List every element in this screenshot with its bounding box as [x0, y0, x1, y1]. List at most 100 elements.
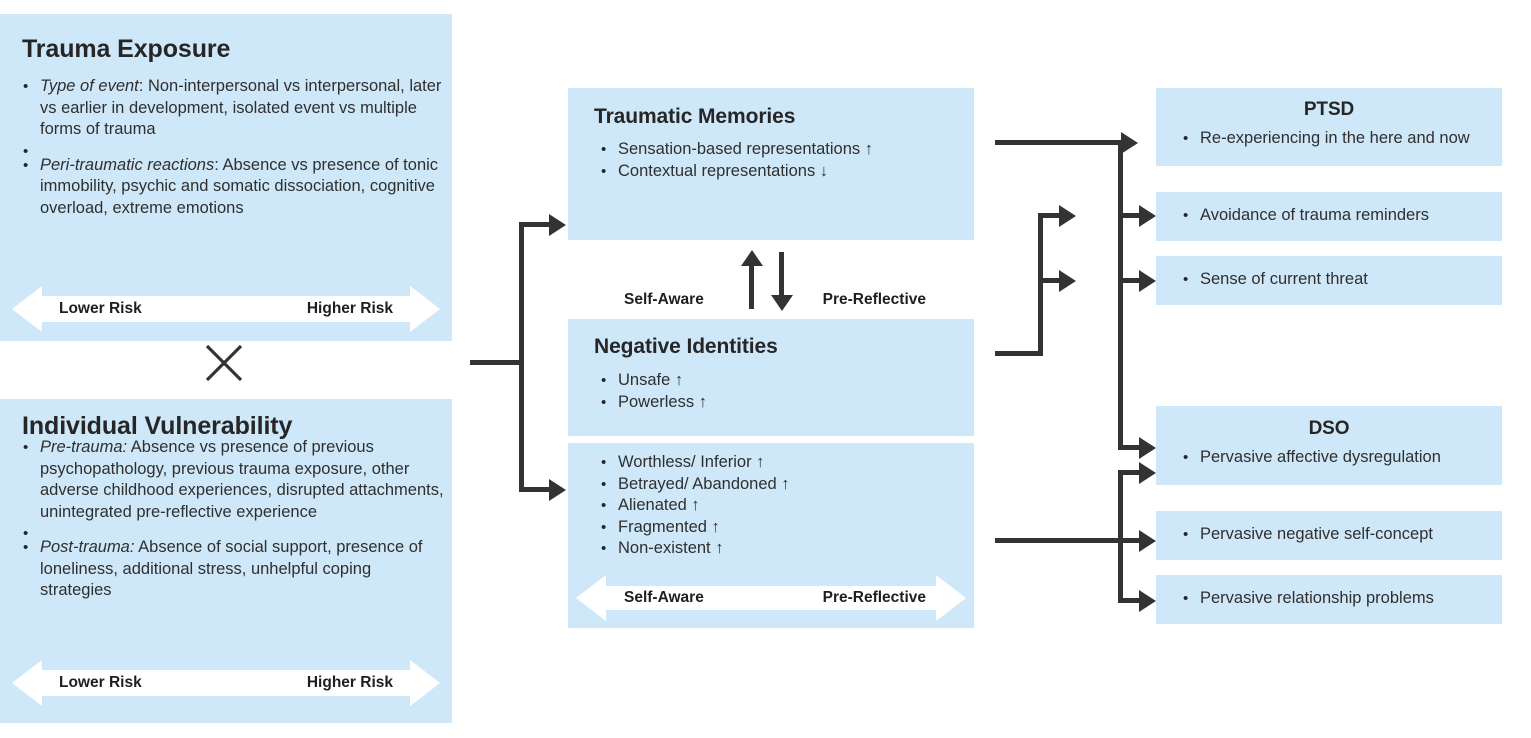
scale-arrow-right-icon — [410, 286, 440, 332]
ptsd-item-list-3: Sense of current threat — [1178, 269, 1496, 291]
list-spacer — [18, 523, 444, 545]
dso-item-list-2: Pervasive negative self-concept — [1178, 524, 1496, 546]
connector-arrow-secondary-bottom — [1059, 269, 1076, 292]
negative-identities-bullets-top: Unsafe ↑ Powerless ↑ — [596, 370, 966, 413]
list-item: Sensation-based representations ↑ — [596, 139, 966, 161]
scale-label-left: Lower Risk — [59, 674, 142, 691]
ptsd-box: PTSD Re-experiencing in the here and now — [1156, 88, 1502, 166]
negative-identities-awareness-scale: Self-Aware Pre-Reflective — [576, 575, 966, 621]
trauma-exposure-title: Trauma Exposure — [22, 35, 231, 63]
connector-arrow-to-ptsd-reexperiencing — [1121, 131, 1138, 154]
connector-secondary-trunk — [1038, 213, 1043, 356]
bullet-sep: : — [138, 77, 148, 95]
dso-box: DSO Pervasive affective dysregulation — [1156, 406, 1502, 485]
connector-arrow-to-dso-negative-self — [1139, 529, 1156, 552]
connector-left-branch-top — [519, 222, 552, 227]
list-item: Powerless ↑ — [596, 392, 966, 414]
traumatic-memories-box: Traumatic Memories Sensation-based repre… — [568, 88, 974, 323]
list-item: Pervasive relationship problems — [1178, 588, 1496, 610]
dso-selfconcept-box: Pervasive negative self-concept — [1156, 511, 1502, 560]
individual-vulnerability-risk-scale: Lower Risk Higher Risk — [12, 660, 440, 706]
memories-identities-down-arrow-icon — [770, 295, 793, 311]
connector-branch-ptsd-avoidance — [1118, 213, 1142, 218]
individual-vulnerability-bullets: Pre-trauma: Absence vs presence of previ… — [18, 437, 444, 602]
scale-label-right: Pre-Reflective — [822, 589, 926, 606]
connector-secondary-branch-bottom — [1038, 278, 1062, 283]
list-item: Sense of current threat — [1178, 269, 1496, 291]
list-item: Fragmented ↑ — [596, 517, 966, 539]
traumatic-memories-bullets: Sensation-based representations ↑ Contex… — [596, 139, 966, 182]
negative-identities-box: Negative Identities Unsafe ↑ Powerless ↑ — [568, 319, 974, 436]
trauma-exposure-box: Trauma Exposure Type of event: Non-inter… — [0, 14, 452, 341]
list-item: Betrayed/ Abandoned ↑ — [596, 474, 966, 496]
ptsd-avoidance-box: Avoidance of trauma reminders — [1156, 192, 1502, 241]
list-item: Pre-trauma: Absence vs presence of previ… — [18, 437, 444, 523]
dso-item-list-3: Pervasive relationship problems — [1178, 588, 1496, 610]
connector-left-branch-bottom — [519, 487, 552, 492]
connector-arrow-to-dso-selfconcept — [1139, 461, 1156, 484]
scale-label-right: Higher Risk — [306, 674, 393, 691]
list-item: Peri-traumatic reactions: Absence vs pre… — [18, 155, 444, 220]
connector-branch-dso-selfconcept — [1118, 470, 1142, 475]
connector-secondary-branch-top — [1038, 213, 1062, 218]
connector-trunk-to-dso-foot — [1118, 445, 1142, 450]
ptsd-threat-box: Sense of current threat — [1156, 256, 1502, 305]
scale-arrow-right-icon — [936, 575, 966, 621]
traumatic-memories-awareness-scale: Self-Aware Pre-Reflective — [576, 277, 966, 323]
trauma-exposure-bullets: Type of event: Non-interpersonal vs inte… — [18, 76, 444, 219]
list-item: Pervasive affective dysregulation — [1178, 447, 1496, 469]
bullet-lead: Type of event — [40, 77, 139, 95]
multiplication-sign-icon — [202, 341, 246, 385]
negative-identities-detail-box: Worthless/ Inferior ↑ Betrayed/ Abandone… — [568, 443, 974, 628]
scale-label-left: Lower Risk — [59, 300, 142, 317]
list-item: Type of event: Non-interpersonal vs inte… — [18, 76, 444, 141]
connector-arrow-to-traumatic-memories — [549, 213, 566, 236]
list-item: Post-trauma: Absence of social support, … — [18, 537, 444, 602]
list-item: Worthless/ Inferior ↑ — [596, 452, 966, 474]
scale-arrow-left-icon — [576, 277, 606, 323]
connector-dso-incoming — [995, 538, 1142, 543]
scale-arrow-left-icon — [576, 575, 606, 621]
bullet-lead: Peri-traumatic reactions — [40, 155, 215, 174]
individual-vulnerability-title: Individual Vulnerability — [22, 412, 293, 440]
scale-label-left: Self-Aware — [624, 589, 704, 606]
bullet-text: Absence vs presence of previous psychopa… — [40, 438, 444, 521]
bullet-text: Absence of social support, presence of l… — [40, 538, 423, 599]
list-item: Unsafe ↑ — [596, 370, 966, 392]
connector-arrow-to-ptsd-threat — [1139, 269, 1156, 292]
trauma-exposure-risk-scale: Lower Risk Higher Risk — [12, 286, 440, 332]
connector-arrow-to-negative-identities — [549, 478, 566, 501]
scale-shaft — [602, 586, 940, 610]
connector-right-main-trunk — [1118, 140, 1123, 450]
negative-identities-title: Negative Identities — [594, 335, 778, 358]
connector-branch-dso-relationship — [1118, 598, 1142, 603]
connector-identities-out — [995, 351, 1043, 356]
scale-arrow-left-icon — [12, 286, 42, 332]
connector-arrow-to-dso-affective — [1139, 436, 1156, 459]
dso-title: DSO — [1308, 418, 1350, 439]
list-item: Non-existent ↑ — [596, 538, 966, 560]
scale-label-right: Higher Risk — [306, 300, 393, 317]
individual-vulnerability-box: Individual Vulnerability Pre-trauma: Abs… — [0, 399, 452, 723]
connector-dso-bracket-trunk — [1118, 470, 1123, 602]
scale-label-left: Self-Aware — [624, 291, 704, 308]
bullet-text: Non-interpersonal vs interpersonal, late… — [40, 77, 442, 138]
connector-arrow-to-ptsd-avoidance — [1139, 204, 1156, 227]
connector-arrow-to-dso-relationship — [1139, 589, 1156, 612]
list-item: Alienated ↑ — [596, 495, 966, 517]
connector-left-stem — [470, 360, 524, 365]
scale-shaft — [38, 670, 414, 696]
list-item: Pervasive negative self-concept — [1178, 524, 1496, 546]
connector-memories-out — [995, 140, 1123, 145]
list-spacer — [18, 141, 444, 163]
scale-label-right: Pre-Reflective — [822, 291, 926, 308]
scale-arrow-left-icon — [12, 660, 42, 706]
negative-identities-bullets-bottom: Worthless/ Inferior ↑ Betrayed/ Abandone… — [596, 452, 966, 560]
ptsd-title: PTSD — [1303, 99, 1355, 120]
ptsd-item-list-1: Re-experiencing in the here and now — [1178, 128, 1496, 150]
connector-left-trunk — [519, 222, 524, 492]
dso-relationship-box: Pervasive relationship problems — [1156, 575, 1502, 624]
memories-identities-up-shaft — [749, 262, 754, 309]
memories-identities-up-arrow-icon — [740, 250, 763, 266]
bullet-sep: : — [214, 155, 223, 174]
